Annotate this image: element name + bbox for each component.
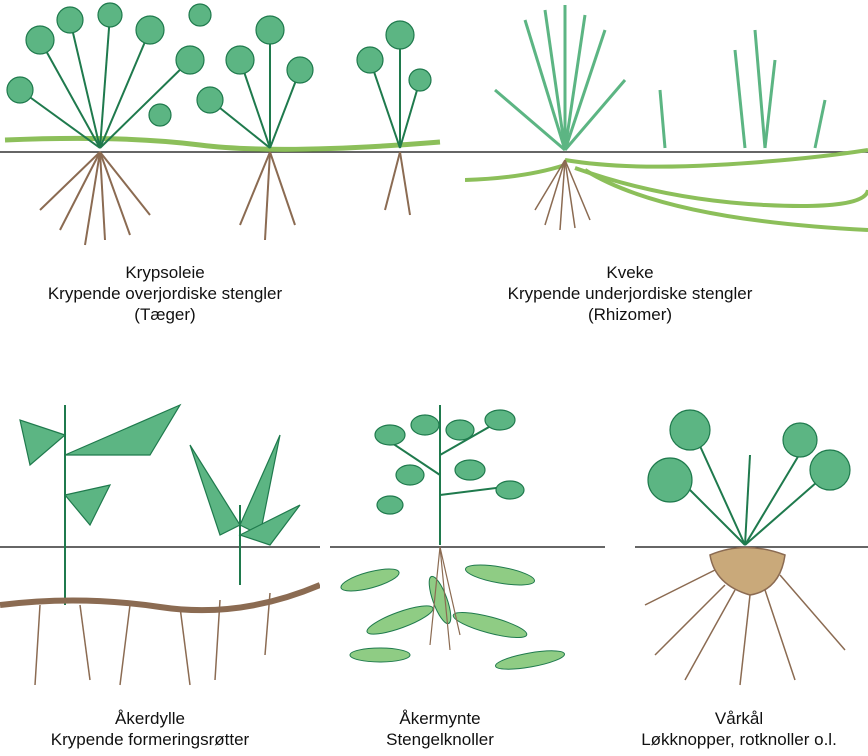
krypsoleie-illustration xyxy=(0,0,465,250)
caption-type: Løkknopper, rotknoller o.l. xyxy=(610,729,868,750)
caption-kveke: Kveke Krypende underjordiske stengler (R… xyxy=(480,262,780,325)
caption-type: Stengelknoller xyxy=(340,729,540,750)
kveke-illustration xyxy=(465,0,868,250)
akermynte-illustration xyxy=(330,395,605,690)
varkal-illustration xyxy=(635,395,868,690)
caption-name: Åkermynte xyxy=(340,708,540,729)
caption-name: Krypsoleie xyxy=(0,262,330,283)
caption-name: Vårkål xyxy=(610,708,868,729)
caption-name: Kveke xyxy=(480,262,780,283)
caption-akerdylle: Åkerdylle Krypende formeringsrøtter xyxy=(0,708,300,750)
caption-note: (Tæger) xyxy=(0,304,330,325)
caption-type: Krypende formeringsrøtter xyxy=(0,729,300,750)
caption-akermynte: Åkermynte Stengelknoller xyxy=(340,708,540,750)
caption-type: Krypende overjordiske stengler xyxy=(0,283,330,304)
caption-name: Åkerdylle xyxy=(0,708,300,729)
caption-type: Krypende underjordiske stengler xyxy=(480,283,780,304)
caption-krypsoleie: Krypsoleie Krypende overjordiske stengle… xyxy=(0,262,330,325)
akerdylle-illustration xyxy=(0,395,320,690)
caption-varkal: Vårkål Løkknopper, rotknoller o.l. xyxy=(610,708,868,750)
caption-note: (Rhizomer) xyxy=(480,304,780,325)
